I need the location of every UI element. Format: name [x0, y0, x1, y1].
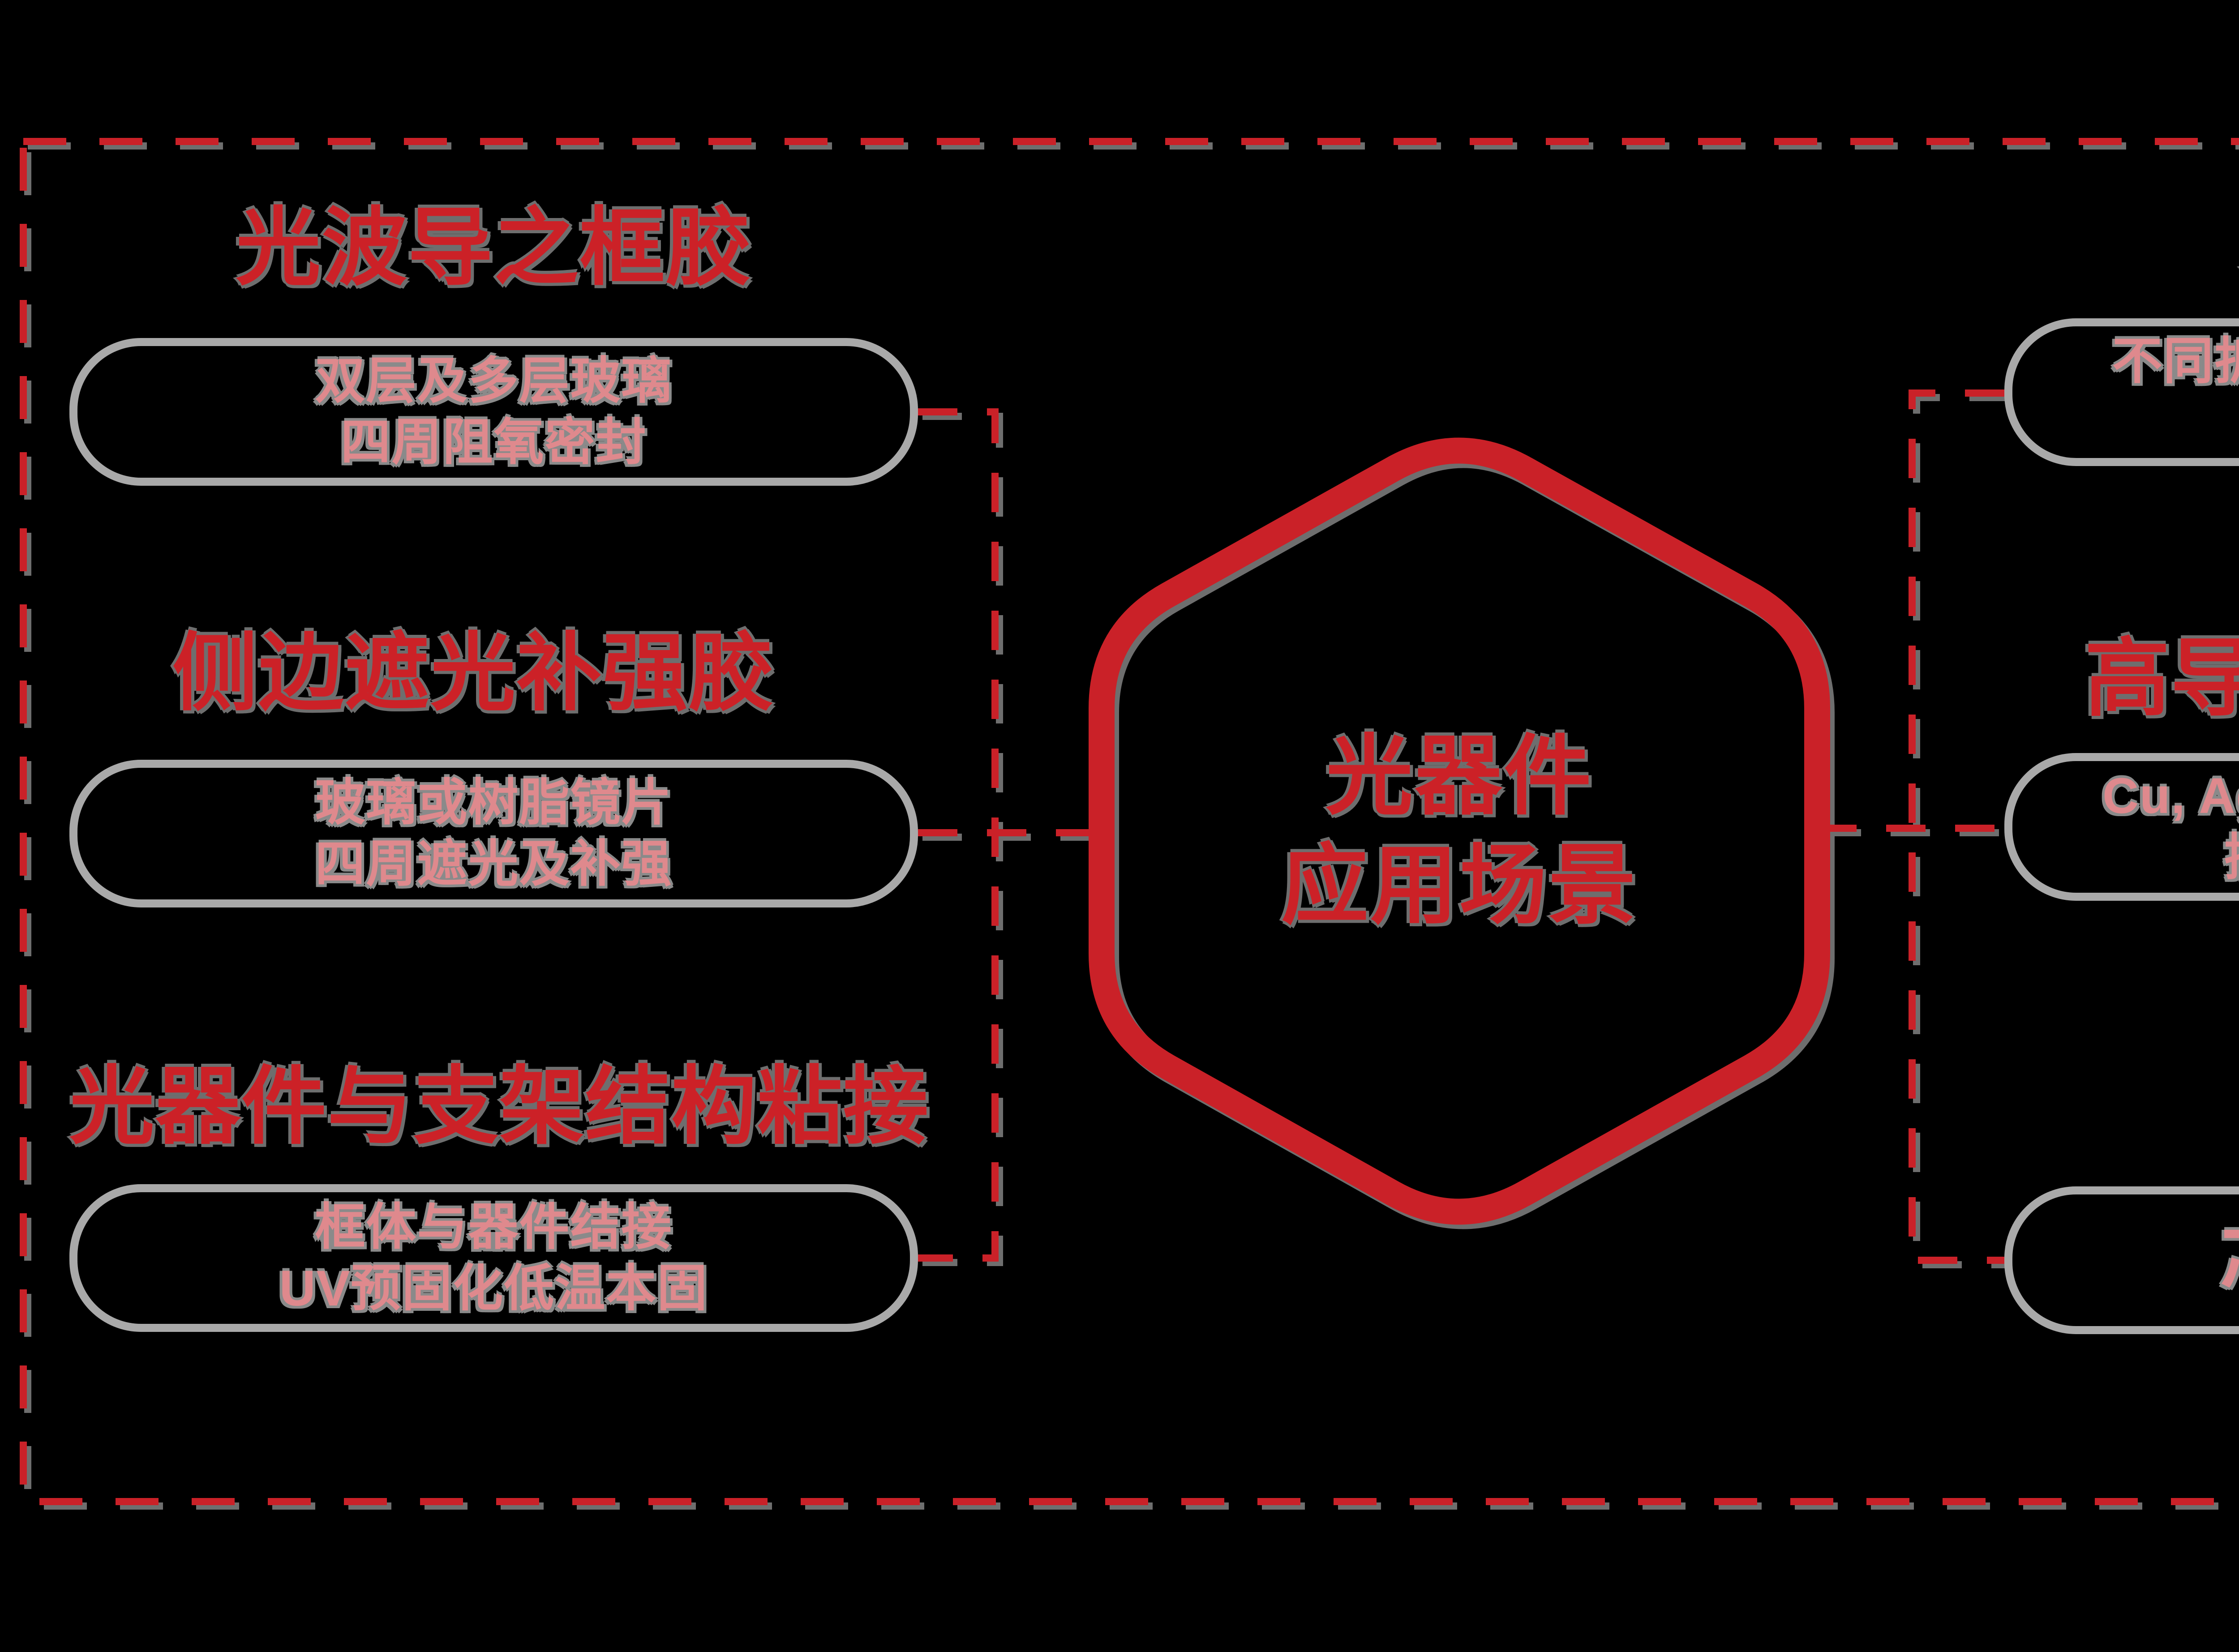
left-box-3-text: 框体与器件结接 UV预固化低温本固	[279, 1197, 708, 1319]
left-box-2-line1: 玻璃或树脂镜片	[315, 775, 673, 831]
left-box-3-line2: UV预固化低温本固	[279, 1260, 708, 1316]
hexagon-label-line2: 应用场景	[1281, 836, 1638, 934]
left-group-title-2: 侧边遮光补强胶	[172, 626, 775, 721]
left-box-3: 框体与器件结接 UV预固化低温本固	[69, 1184, 918, 1332]
right-box-3: 芯片级底填	[2004, 1186, 2239, 1334]
left-group-title-3: 光器件与支架结构粘接	[69, 1059, 930, 1154]
right-box-2-text: Cu, Ag, PPF框架与芯片的粘 接及需散热等应用	[2102, 766, 2239, 888]
left-group-title-1: 光波导之框胶	[236, 201, 752, 295]
right-box-2-line1: Cu, Ag, PPF框架与芯片的粘	[2102, 768, 2239, 824]
right-group-title-1: 光学UV胶	[2004, 190, 2239, 284]
right-box-2: Cu, Ag, PPF框架与芯片的粘 接及需散热等应用	[2004, 753, 2239, 901]
right-box-2-line2: 接及需散热等应用	[2224, 827, 2239, 888]
center-hexagon-label: 光器件 应用场景	[1102, 432, 1817, 1230]
right-box-1: 不同折射率光学UV胶高强度 高透过率	[2004, 318, 2239, 466]
left-box-2-text: 玻璃或树脂镜片 四周遮光及补强	[315, 772, 673, 894]
hexagon-label-line1: 光器件	[1325, 727, 1593, 825]
right-group-title-2: 高导电导热类产品	[2085, 631, 2239, 726]
right-box-3-line1: 芯片级底填	[2221, 1211, 2239, 1309]
left-box-2-line2: 四周遮光及补强	[315, 836, 673, 892]
right-box-1-line1: 不同折射率光学UV胶高强度	[2112, 333, 2239, 389]
left-box-1-line2: 四周阻氧密封	[340, 414, 647, 470]
left-box-2: 玻璃或树脂镜片 四周遮光及补强	[69, 760, 918, 907]
left-box-1: 双层及多层玻璃 四周阻氧密封	[69, 338, 918, 486]
left-box-1-text: 双层及多层玻璃 四周阻氧密封	[315, 351, 673, 473]
left-box-1-line1: 双层及多层玻璃	[315, 353, 673, 409]
right-box-1-text: 不同折射率光学UV胶高强度 高透过率	[2112, 331, 2239, 453]
right-box-3-text: 芯片级底填	[2221, 1211, 2239, 1309]
left-box-3-line1: 框体与器件结接	[315, 1199, 673, 1255]
